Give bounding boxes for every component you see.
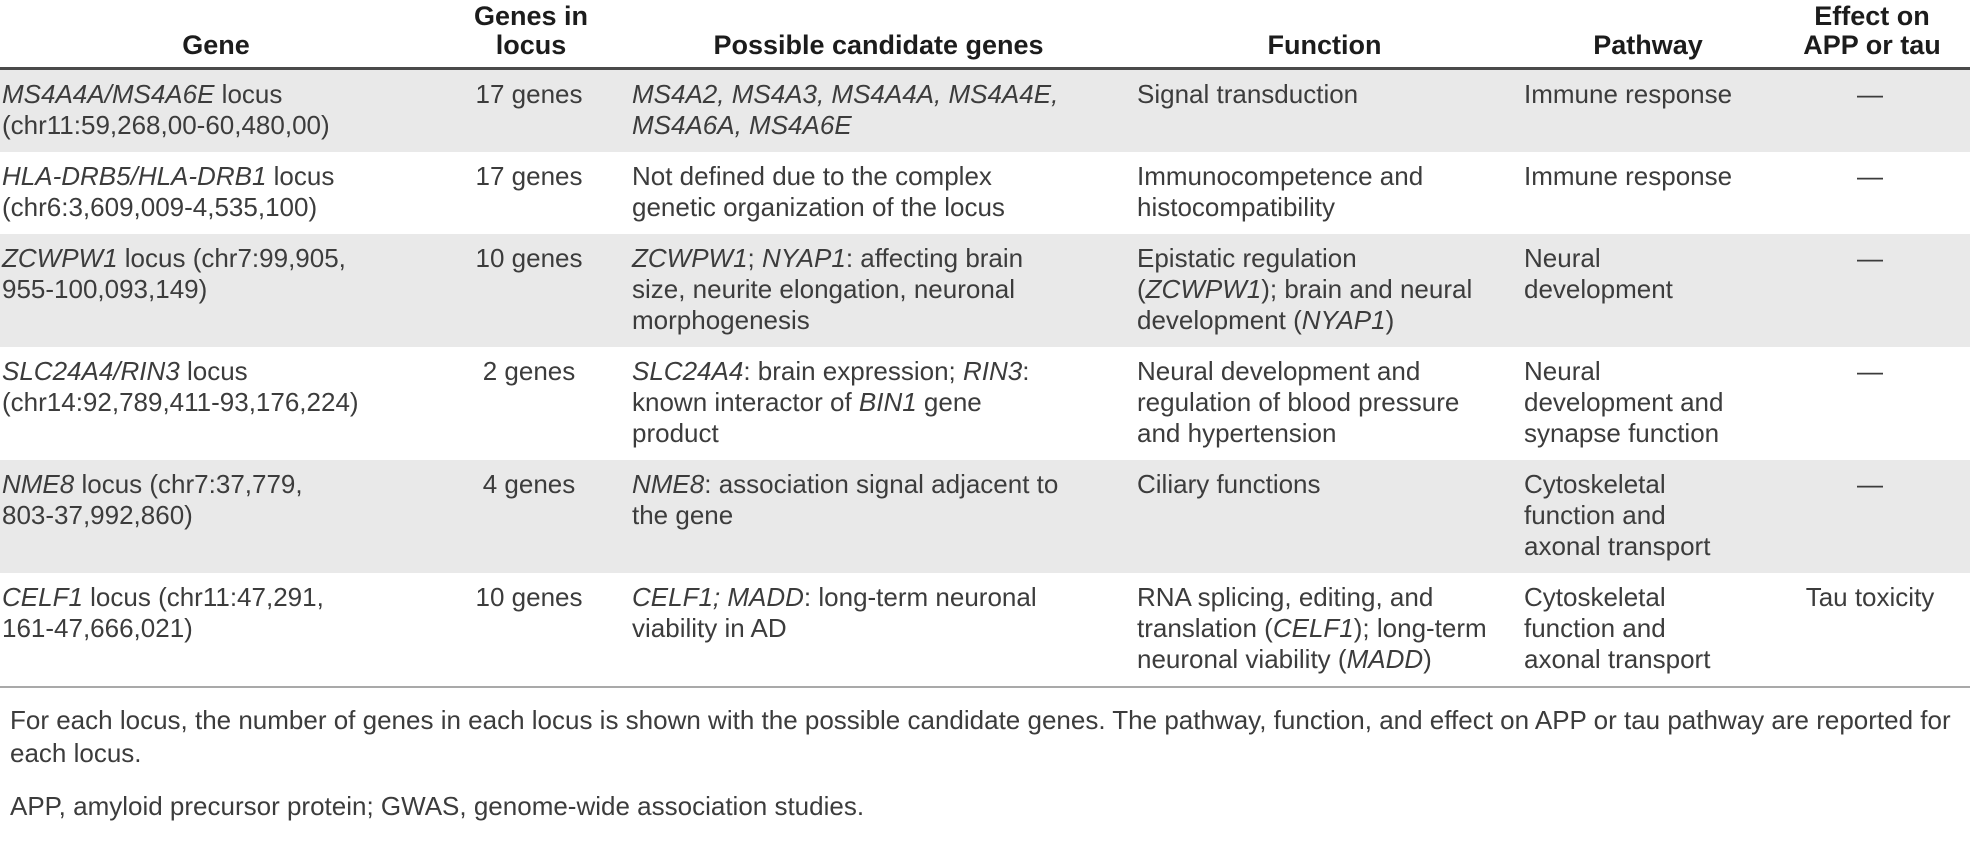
cell-gene: NME8 locus (chr7:37,779,803-37,992,860): [2, 469, 303, 530]
cell-effect: —: [1857, 79, 1883, 109]
cell-function: Ciliary functions: [1137, 469, 1321, 499]
cell-genes-in-locus: 10 genes: [475, 243, 583, 273]
table-row: CELF1 locus (chr11:47,291,161-47,666,021…: [0, 573, 1970, 688]
column-header-gene: Gene: [0, 0, 440, 70]
cell-pathway: Immune response: [1524, 161, 1733, 191]
footnote-1: For each locus, the number of genes in e…: [10, 705, 1951, 768]
table-row: HLA-DRB5/HLA-DRB1 locus(chr6:3,609,009-4…: [0, 152, 1970, 234]
cell-gene: SLC24A4/RIN3 locus(chr14:92,789,411-93,1…: [2, 356, 359, 417]
cell-effect: —: [1857, 161, 1883, 191]
column-header-candidate-genes: Possible candidate genes: [630, 0, 1135, 70]
cell-gene: ZCWPW1 locus (chr7:99,905,955-100,093,14…: [2, 243, 346, 304]
cell-genes-in-locus: 10 genes: [440, 573, 630, 688]
cell-genes-in-locus: 2 genes: [482, 356, 576, 386]
cell-function: Signal transduction: [1137, 79, 1359, 109]
column-header-function: Function: [1135, 0, 1522, 70]
cell-effect: —: [1857, 356, 1883, 386]
cell-pathway: Immune response: [1524, 79, 1733, 109]
table-body: MS4A4A/MS4A6E locus(chr11:59,268,00-60,4…: [0, 68, 1970, 688]
table-row: SLC24A4/RIN3 locus(chr14:92,789,411-93,1…: [0, 347, 1970, 460]
cell-gene: CELF1 locus (chr11:47,291,161-47,666,021…: [0, 573, 440, 688]
cell-function: Epistatic regulation(ZCWPW1); brain and …: [1137, 243, 1473, 335]
table-row: MS4A4A/MS4A6E locus(chr11:59,268,00-60,4…: [0, 68, 1970, 152]
cell-gene: MS4A4A/MS4A6E locus(chr11:59,268,00-60,4…: [2, 79, 330, 140]
cell-effect: Tau toxicity: [1782, 573, 1970, 688]
cell-gene: HLA-DRB5/HLA-DRB1 locus(chr6:3,609,009-4…: [2, 161, 335, 222]
cell-genes-in-locus: 17 genes: [475, 79, 583, 109]
footnote-2: APP, amyloid precursor protein; GWAS, ge…: [10, 791, 865, 821]
column-header-pathway: Pathway: [1522, 0, 1782, 70]
cell-effect: —: [1857, 243, 1883, 273]
column-header-effect: Effect on APP or tau: [1782, 0, 1970, 70]
cell-genes-in-locus: 17 genes: [475, 161, 583, 191]
column-header-genes-in-locus: Genes in locus: [440, 0, 630, 70]
table-row: ZCWPW1 locus (chr7:99,905,955-100,093,14…: [0, 234, 1970, 347]
cell-genes-in-locus: 4 genes: [482, 469, 576, 499]
cell-candidate-genes: MS4A2, MS4A3, MS4A4A, MS4A4E,MS4A6A, MS4…: [632, 79, 1059, 140]
cell-effect: —: [1857, 469, 1883, 499]
cell-candidate-genes: SLC24A4: brain expression; RIN3:known in…: [632, 356, 1030, 448]
table-footnotes: For each locus, the number of genes in e…: [0, 688, 1970, 823]
table-row: NME8 locus (chr7:37,779,803-37,992,860) 4…: [0, 460, 1970, 573]
